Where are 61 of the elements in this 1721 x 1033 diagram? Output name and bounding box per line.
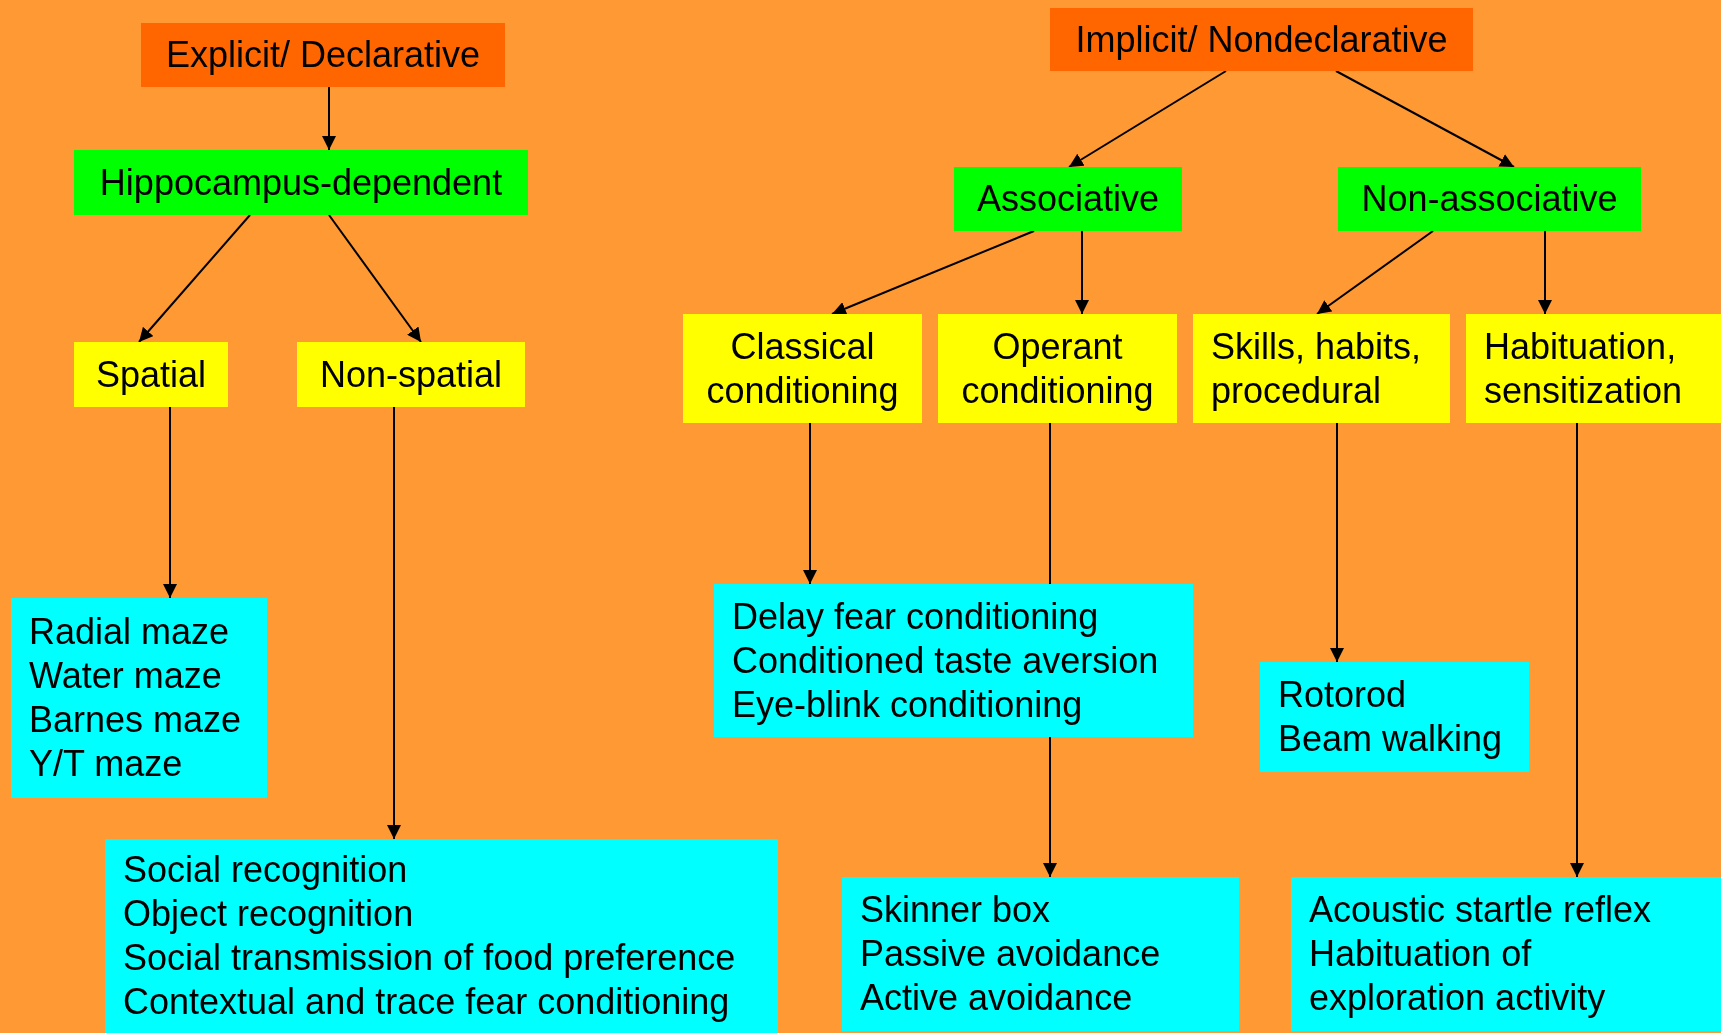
- node-text: Spatial: [95, 352, 207, 397]
- task-list-box: [105, 839, 778, 1033]
- node-text: Social transmission of food preference: [123, 936, 737, 980]
- node-text: Habituation of exploration activity: [1309, 932, 1607, 1020]
- subcategory-box: [1193, 314, 1450, 423]
- node-text: Operant conditioning: [960, 324, 1155, 413]
- node-text: Y/T maze: [29, 742, 184, 786]
- task-list-box: [1291, 877, 1721, 1031]
- node-text: Non-spatial: [319, 352, 503, 397]
- arrow: [387, 406, 401, 840]
- arrow: [328, 214, 422, 343]
- node-text: Implicit/ Nondeclarative: [1075, 17, 1448, 62]
- subcategory-box: [938, 314, 1177, 423]
- task-list-box: [714, 584, 1193, 737]
- node-text: Habituation, sensitization: [1484, 324, 1684, 413]
- node-text: Contextual and trace fear conditioning: [123, 980, 731, 1024]
- arrow: [1570, 422, 1584, 878]
- subcategory-box: [683, 314, 922, 423]
- arrow: [1075, 230, 1089, 315]
- node-text: Active avoidance: [860, 976, 1134, 1020]
- task-list-box: [1260, 662, 1529, 772]
- subcategory-box: [1466, 314, 1721, 423]
- arrow: [1316, 230, 1434, 315]
- category-box: [74, 150, 528, 215]
- node-text: Acoustic startle reflex: [1309, 888, 1653, 932]
- node-text: Explicit/ Declarative: [165, 33, 481, 77]
- arrow: [1538, 230, 1552, 315]
- node-text: Associative: [976, 177, 1160, 221]
- task-list-box: [11, 598, 267, 798]
- arrow: [1330, 422, 1344, 663]
- node-text: Classical conditioning: [705, 324, 900, 413]
- node-text: Rotorod: [1278, 673, 1408, 717]
- subcategory-box: [74, 342, 228, 407]
- arrow: [322, 86, 336, 151]
- subcategory-box: [297, 342, 525, 407]
- node-text: Social recognition: [123, 848, 409, 892]
- node-text: Skinner box: [860, 888, 1052, 932]
- arrow: [1043, 736, 1057, 878]
- node-text: Non-associative: [1361, 177, 1618, 221]
- node-text: Barnes maze: [29, 698, 243, 742]
- arrow: [138, 214, 251, 343]
- node-text: Skills, habits, procedural: [1211, 324, 1423, 413]
- arrow: [831, 230, 1035, 316]
- node-text: Object recognition: [123, 892, 415, 936]
- heading-box: [1050, 8, 1473, 71]
- heading-box: [141, 23, 505, 87]
- arrow: [803, 422, 817, 585]
- category-box: [1338, 167, 1641, 231]
- node-text: Hippocampus-dependent: [99, 160, 503, 205]
- node-text: Water maze: [29, 654, 223, 698]
- node-text: Passive avoidance: [860, 932, 1162, 976]
- node-text: Beam walking: [1278, 717, 1504, 761]
- node-text: Eye-blink conditioning: [732, 682, 1084, 727]
- arrow: [1068, 70, 1227, 168]
- node-text: Conditioned taste aversion: [732, 638, 1160, 683]
- arrow: [163, 406, 177, 599]
- node-text: Radial maze: [29, 610, 231, 654]
- category-box: [954, 167, 1182, 231]
- node-text: Delay fear conditioning: [732, 594, 1100, 639]
- arrow: [1335, 70, 1515, 168]
- task-list-box: [842, 877, 1239, 1031]
